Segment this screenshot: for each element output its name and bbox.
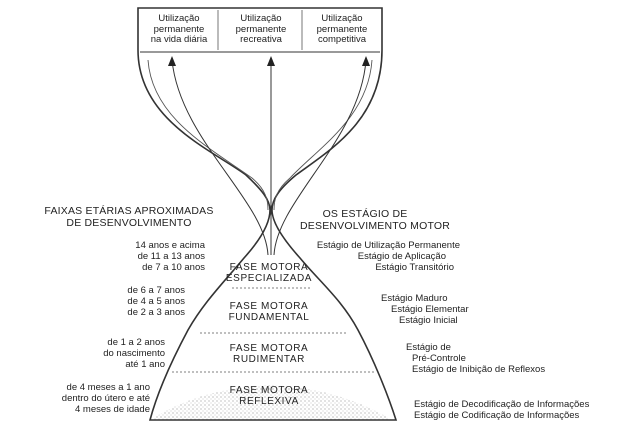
top-use-line: Utilização: [240, 13, 282, 24]
age-range: de 2 a 3 anos: [127, 307, 185, 318]
left-header-line: FAIXAS ETÁRIAS APROXIMADAS: [44, 205, 214, 217]
top-use-line: na vida diária: [150, 34, 208, 45]
phase-rudimentary: FASE MOTORA RUDIMENTAR: [214, 343, 324, 365]
arrowhead-left: [168, 56, 176, 66]
phase-line: ESPECIALIZADA: [225, 273, 313, 284]
stage-label: Estágio de Codificação de Informações: [414, 410, 580, 421]
age-group-reflexive: de 4 meses a 1 ano dentro do útero e até…: [0, 382, 150, 415]
age-group-rudimentary: de 1 a 2 anos do nascimento até 1 ano: [0, 337, 165, 370]
arrowhead-center: [267, 56, 275, 66]
phase-line: FASE MOTORA: [229, 301, 309, 312]
top-use-line: competitiva: [317, 34, 367, 45]
hourglass-inner-wall-right: [273, 59, 373, 211]
age-group-fundamental: de 6 a 7 anos de 4 a 5 anos de 2 a 3 ano…: [20, 285, 185, 318]
arrow-left: [171, 59, 269, 256]
phase-specialized: FASE MOTORA ESPECIALIZADA: [214, 262, 324, 284]
stage-label: Estágio de Inibição de Reflexos: [412, 364, 546, 375]
stage-label: Estágio Elementar: [391, 304, 469, 315]
hourglass-outline: [137, 7, 398, 421]
right-header: OS ESTÁGIO DE DESENVOLVIMENTO MOTOR: [300, 208, 451, 232]
hourglass-inner-wall: [147, 59, 269, 211]
top-use-daily-life: Utilização permanente na vida diária: [142, 13, 216, 46]
phase-line: FASE MOTORA: [229, 343, 309, 354]
top-use-line: Utilização: [321, 13, 363, 24]
top-use-line: recreativa: [240, 34, 282, 45]
age-range: de 7 a 10 anos: [142, 262, 205, 273]
sand-fill: [150, 385, 392, 420]
right-header-line: OS ESTÁGIO DE: [322, 208, 408, 220]
top-use-line: permanente: [316, 23, 368, 35]
stage-label: Estágio Maduro: [381, 293, 448, 304]
age-range: 4 meses de idade: [75, 404, 150, 415]
top-use-line: Utilização: [158, 13, 200, 24]
stage-label: Estágio Transitório: [375, 262, 454, 273]
right-header-line: DESENVOLVIMENTO MOTOR: [300, 220, 451, 232]
age-range: dentro do útero e até: [61, 393, 150, 404]
top-use-line: permanente: [235, 23, 287, 35]
stage-group-fundamental: Estágio Maduro Estágio Elementar Estágio…: [381, 293, 491, 326]
age-range: de 4 meses a 1 ano: [66, 382, 150, 393]
top-use-recreational: Utilização permanente recreativa: [222, 13, 300, 46]
left-header: FAIXAS ETÁRIAS APROXIMADAS DE DESENVOLVI…: [20, 205, 238, 229]
arrow-right: [273, 59, 367, 256]
phase-line: FASE MOTORA: [229, 385, 309, 396]
stage-label: Estágio de: [406, 342, 451, 353]
phase-line: FASE MOTORA: [229, 262, 309, 273]
phase-reflexive: FASE MOTORA REFLEXIVA: [214, 385, 324, 407]
stage-group-reflexive: Estágio de Decodificação de Informações …: [414, 399, 624, 421]
stage-label: Pré-Controle: [412, 353, 466, 364]
age-range: de 11 a 13 anos: [137, 251, 205, 262]
phase-fundamental: FASE MOTORA FUNDAMENTAL: [214, 301, 324, 323]
top-use-competitive: Utilização permanente competitiva: [304, 13, 380, 46]
age-range: do nascimento: [103, 348, 165, 359]
stage-group-specialized: Estágio de Utilização Permanente Estágio…: [300, 240, 460, 273]
age-range: até 1 ano: [125, 359, 165, 370]
age-group-specialized: 14 anos e acima de 11 a 13 anos de 7 a 1…: [40, 240, 205, 273]
left-header-line: DE DESENVOLVIMENTO: [66, 217, 192, 229]
age-range: de 1 a 2 anos: [107, 337, 165, 348]
stage-group-rudimentary: Estágio de Pré-Controle Estágio de Inibi…: [406, 342, 576, 375]
arrowhead-right: [362, 56, 370, 66]
stage-label: Estágio de Decodificação de Informações: [414, 399, 590, 410]
phase-line: FUNDAMENTAL: [228, 312, 310, 323]
age-range: 14 anos e acima: [135, 240, 205, 251]
stage-label: Estágio Inicial: [399, 315, 458, 326]
stage-label: Estágio de Aplicação: [357, 251, 446, 262]
age-range: de 4 a 5 anos: [127, 296, 185, 307]
phase-line: REFLEXIVA: [239, 396, 299, 407]
phase-line: RUDIMENTAR: [233, 354, 305, 365]
stage-label: Estágio de Utilização Permanente: [316, 240, 460, 251]
age-range: de 6 a 7 anos: [127, 285, 185, 296]
top-use-line: permanente: [153, 23, 205, 35]
